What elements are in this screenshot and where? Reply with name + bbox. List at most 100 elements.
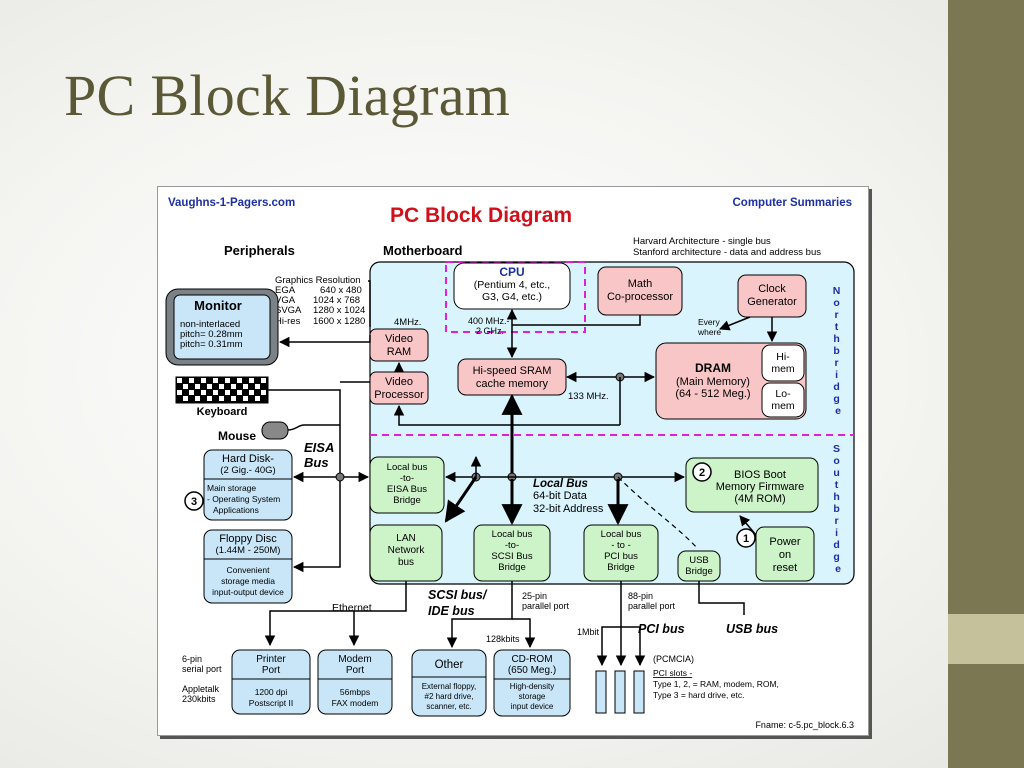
arch-line-2: Stanford architecture - data and address… xyxy=(633,247,821,258)
svg-text:Hi-: Hi- xyxy=(776,351,790,363)
keyboard-key xyxy=(243,396,248,401)
graphics-heading: Graphics Resolution xyxy=(275,275,361,286)
keyboard-key xyxy=(249,378,254,383)
svg-text:Floppy Disc: Floppy Disc xyxy=(219,533,277,545)
svg-text:on: on xyxy=(779,549,791,561)
eisa-bus-label: EISA Bus xyxy=(304,440,337,470)
svg-text:Type 3 = hard drive, etc.: Type 3 = hard drive, etc. xyxy=(653,690,744,700)
svg-text:64-bit Data: 64-bit Data xyxy=(533,490,588,502)
svg-text:CPU: CPU xyxy=(499,265,524,279)
svg-text:1280 x 1024: 1280 x 1024 xyxy=(313,305,365,316)
svg-text:Port: Port xyxy=(262,665,281,676)
video-processor-box: Video Processor xyxy=(369,371,429,405)
keyboard-key xyxy=(255,384,260,389)
svg-text:High-density: High-density xyxy=(510,682,554,691)
svg-text:pitch= 0.31mm: pitch= 0.31mm xyxy=(180,339,243,350)
keyboard-key xyxy=(225,378,230,383)
cpu-speed: 400 MHz.- 2 GHz. xyxy=(468,316,512,336)
keyboard-key xyxy=(177,378,182,383)
kbits-128-label: 128kbits xyxy=(486,634,520,644)
svg-text:(64 - 512 Meg.): (64 - 512 Meg.) xyxy=(675,388,750,400)
mbit-1-label: 1Mbit xyxy=(577,627,600,637)
keyboard-key xyxy=(195,396,200,401)
pc-block-diagram: Vaughns-1-Pagers.com Computer Summaries … xyxy=(157,186,869,736)
svg-text:External floppy,: External floppy, xyxy=(422,682,477,691)
lan-network-box: LAN Network bus xyxy=(369,524,443,582)
svg-text:mem: mem xyxy=(771,363,795,375)
svg-text:LAN: LAN xyxy=(396,533,415,544)
appletalk-label: Appletalk 230kbits xyxy=(182,684,222,704)
power-on-reset-box: Power on reset 1 xyxy=(736,526,815,582)
svg-text:EGA: EGA xyxy=(275,285,296,296)
keyboard-key xyxy=(201,390,206,395)
keyboard-key xyxy=(195,384,200,389)
southbridge-label: S o u t h b r i d g e xyxy=(833,443,843,575)
svg-text:32-bit Address: 32-bit Address xyxy=(533,503,604,515)
marker-3: 3 xyxy=(191,496,197,508)
svg-text:input-output device: input-output device xyxy=(212,587,284,597)
math-coprocessor-box: Math Co-processor xyxy=(597,266,683,316)
usb-bus-label: USB bus xyxy=(726,622,778,636)
svg-text:input device: input device xyxy=(511,702,554,711)
svg-text:Postscript II: Postscript II xyxy=(249,698,293,708)
scsi-port-label: 25-pin parallel port xyxy=(522,591,570,611)
svg-text:-to-: -to- xyxy=(400,473,414,484)
marker-1: 1 xyxy=(743,533,749,545)
header-right-text: Computer Summaries xyxy=(732,197,852,209)
svg-text:Generator: Generator xyxy=(747,296,797,308)
arch-line-1: Harvard Architecture - single bus xyxy=(633,236,771,247)
svg-text:Keyboard: Keyboard xyxy=(197,406,248,418)
printer-port-box: Printer Port 1200 dpi Postscript II xyxy=(231,649,311,715)
svg-text:Memory Firmware: Memory Firmware xyxy=(716,481,805,493)
svg-text:DRAM: DRAM xyxy=(695,361,731,375)
svg-text:#2 hard drive,: #2 hard drive, xyxy=(425,692,474,701)
svg-text:Hard Disk-: Hard Disk- xyxy=(222,453,274,465)
keyboard-key xyxy=(189,390,194,395)
video-ram-speed: 4MHz. xyxy=(394,317,421,328)
keyboard-key xyxy=(183,384,188,389)
pci-port-label: 88-pin parallel port xyxy=(628,591,676,611)
svg-text:storage: storage xyxy=(519,692,546,701)
svg-text:640 x 480: 640 x 480 xyxy=(320,285,362,296)
keyboard-key xyxy=(255,396,260,401)
svg-text:- Operating System: - Operating System xyxy=(207,494,280,504)
svg-text:storage media: storage media xyxy=(221,576,275,586)
svg-text:RAM: RAM xyxy=(387,346,411,358)
keyboard-key xyxy=(261,378,266,383)
keyboard-key xyxy=(243,384,248,389)
eisa-bridge-box: Local bus -to- EISA Bus Bridge xyxy=(369,456,445,514)
svg-text:PCI slots -: PCI slots - xyxy=(653,668,692,678)
svg-text:non-interlaced: non-interlaced xyxy=(180,319,240,330)
keyboard-key xyxy=(219,396,224,401)
monitor-box: Monitor non-interlaced pitch= 0.28mm pit… xyxy=(165,288,279,366)
svg-text:(4M ROM): (4M ROM) xyxy=(734,493,785,505)
video-ram-box: Video RAM xyxy=(369,328,429,362)
keyboard-key xyxy=(237,390,242,395)
svg-text:Bridge: Bridge xyxy=(498,562,525,573)
svg-text:1600 x 1280: 1600 x 1280 xyxy=(313,316,365,327)
cd-rom-box: CD-ROM (650 Meg.) High-density storage i… xyxy=(493,649,571,717)
pci-slots-note: PCI slots - Type 1, 2, = RAM, modem, ROM… xyxy=(653,668,779,700)
svg-text:Hi-speed SRAM: Hi-speed SRAM xyxy=(473,365,552,377)
svg-text:Type 1, 2, = RAM, modem, ROM,: Type 1, 2, = RAM, modem, ROM, xyxy=(653,679,779,689)
keyboard-key xyxy=(207,396,212,401)
svg-text:(Pentium 4, etc.,: (Pentium 4, etc., xyxy=(474,279,550,291)
svg-text:VGA: VGA xyxy=(275,295,296,306)
svg-text:Applications: Applications xyxy=(213,505,259,515)
scsi-bridge-box: Local bus -to- SCSI Bus Bridge xyxy=(473,524,551,582)
svg-text:Co-processor: Co-processor xyxy=(607,291,673,303)
keyboard-key xyxy=(201,378,206,383)
svg-text:mem: mem xyxy=(771,400,795,412)
svg-text:Bridge: Bridge xyxy=(685,566,712,577)
keyboard-key xyxy=(207,384,212,389)
svg-text:USB: USB xyxy=(689,555,709,566)
svg-text:Bridge: Bridge xyxy=(393,495,420,506)
svg-text:BIOS Boot: BIOS Boot xyxy=(734,469,786,481)
floppy-disc-box: Floppy Disc (1.44M - 250M) Convenient st… xyxy=(203,529,293,604)
mouse: Mouse xyxy=(218,421,305,443)
svg-text:PCI bus: PCI bus xyxy=(604,551,638,562)
bios-box: 2 BIOS Boot Memory Firmware (4M ROM) xyxy=(685,457,819,513)
keyboard-key xyxy=(213,378,218,383)
marker-2: 2 xyxy=(699,467,705,479)
scsi-bus-label: SCSI bus/ IDE bus xyxy=(428,588,490,618)
